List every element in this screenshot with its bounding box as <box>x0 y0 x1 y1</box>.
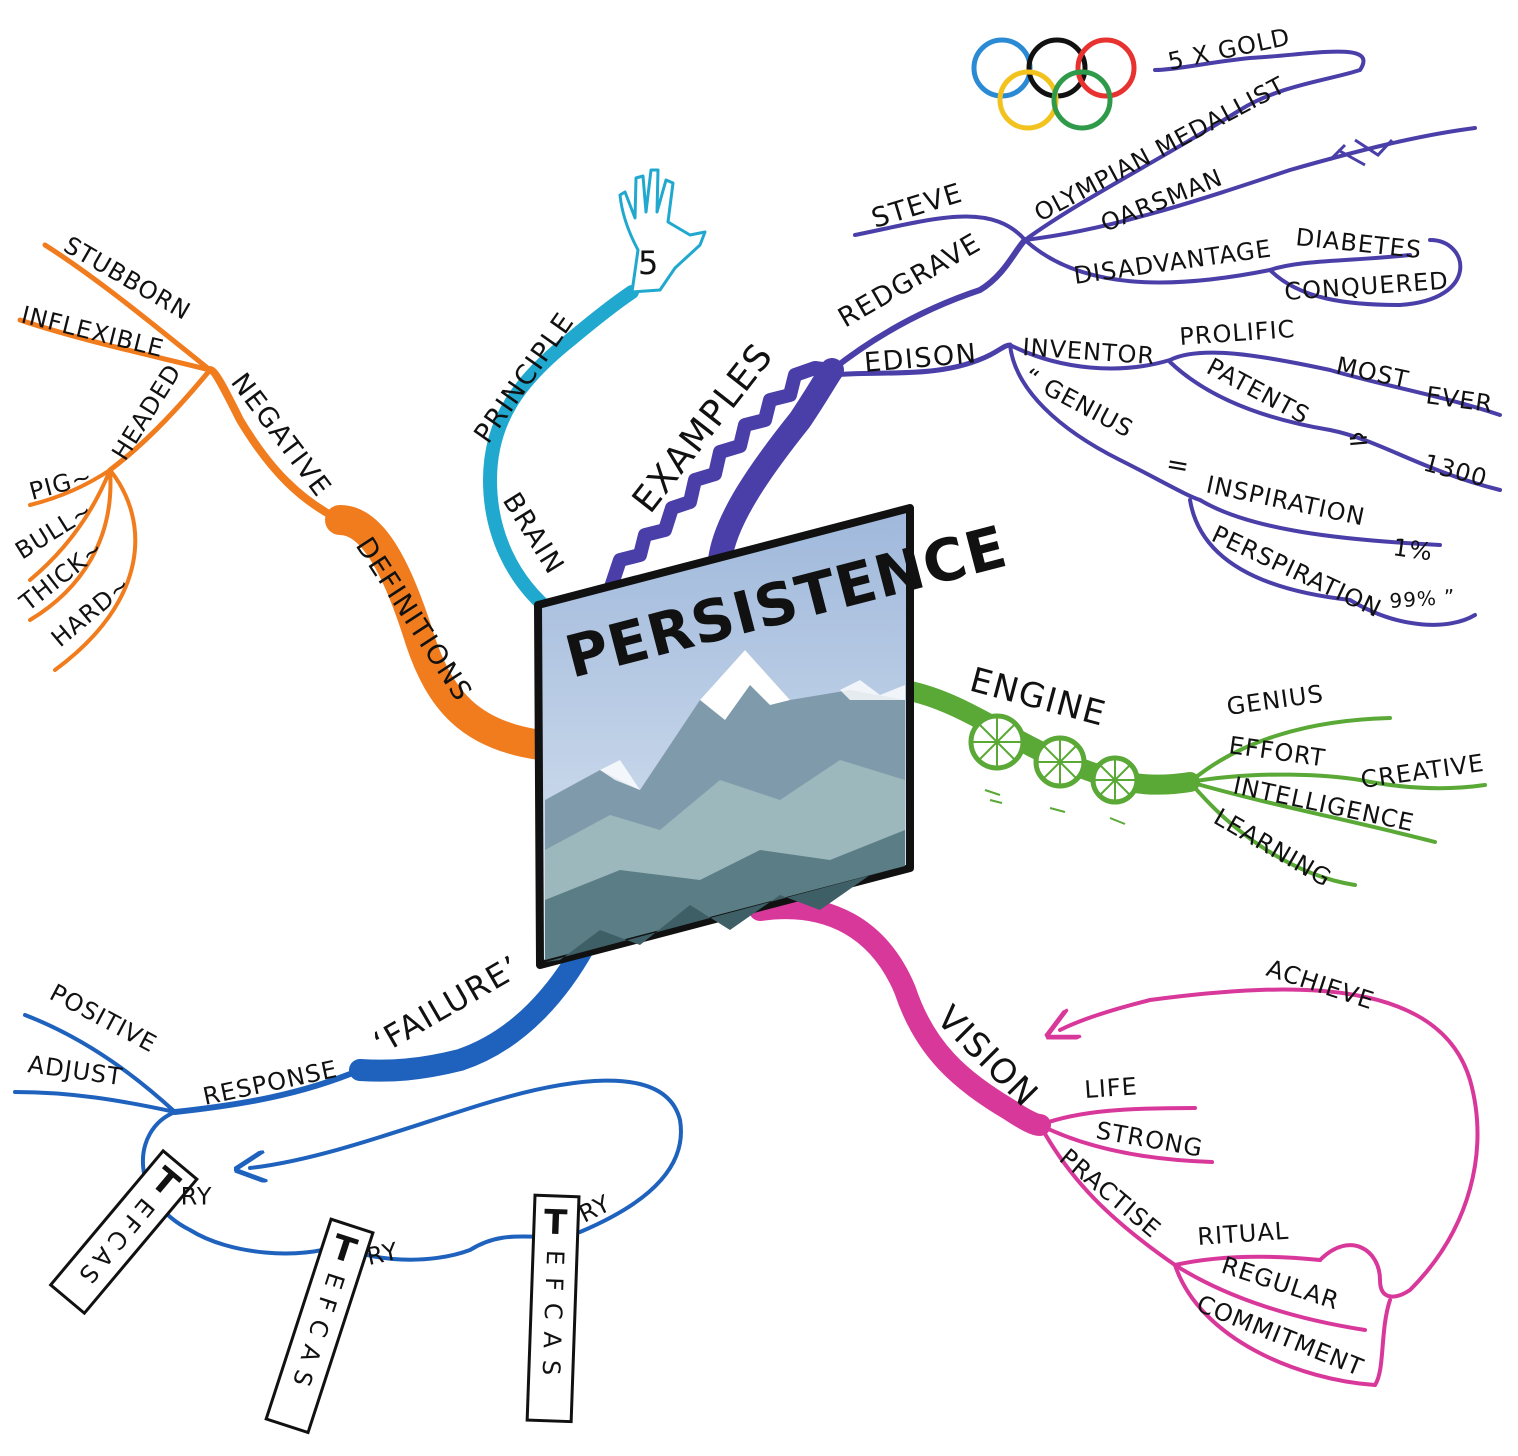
principle-label: PRINCIPLE <box>468 307 581 449</box>
inflexible-label: INFLEXIBLE <box>19 301 167 363</box>
olympic-rings-icon <box>971 37 1137 131</box>
definitions-label: DEFINITIONS <box>349 532 478 707</box>
try-box-1: T EFCAS RY <box>48 1148 213 1316</box>
try-t-3: T <box>543 1203 568 1244</box>
pct-1-label: 1% <box>1391 533 1435 566</box>
pct-99-label: 99% ” <box>1389 584 1457 613</box>
most-label: MOST <box>1334 351 1412 394</box>
response-label: RESPONSE <box>200 1055 340 1111</box>
hand-icon <box>618 168 707 294</box>
hand-number-label: 5 <box>638 244 660 282</box>
approx-label: ≏ <box>1346 424 1373 457</box>
perspiration-label: PERSPIRATION <box>1207 520 1386 623</box>
brain-branch <box>482 285 639 622</box>
negative-label: NEGATIVE <box>224 368 337 504</box>
inventor-label: INVENTOR <box>1022 333 1156 370</box>
ever-label: EVER <box>1424 381 1495 418</box>
five-gold-label: 5 X GOLD <box>1165 23 1292 76</box>
genius-label: GENIUS <box>1225 680 1326 721</box>
try-ry-1: RY <box>181 1183 213 1211</box>
effort-label: EFFORT <box>1227 731 1327 772</box>
try-ry-2: RY <box>364 1237 401 1271</box>
count-1300-label: 1300 <box>1420 449 1490 493</box>
positive-label: POSITIVE <box>45 979 161 1059</box>
achieve-label: ACHIEVE <box>1263 954 1378 1015</box>
engine-wheels-icon <box>968 713 1140 825</box>
try-box-2: T EFCAS RY <box>264 1217 401 1435</box>
vision-branch <box>749 897 1480 1387</box>
inspiration-label: INSPIRATION <box>1204 470 1368 531</box>
try-letters-3: EFCAS <box>536 1249 569 1387</box>
rowing-boat-icon <box>1328 138 1394 167</box>
equals-label: = <box>1164 448 1193 483</box>
prolific-label: PROLIFIC <box>1178 315 1296 351</box>
adjust-label: ADJUST <box>26 1050 124 1091</box>
steve-label: STEVE <box>868 178 967 235</box>
ritual-label: RITUAL <box>1196 1217 1290 1251</box>
edison-label: EDISON <box>863 338 979 379</box>
try-ry-3: RY <box>574 1189 615 1228</box>
stubborn-label: STUBBORN <box>59 231 196 326</box>
examples-branch <box>603 49 1502 627</box>
definitions-branch <box>17 242 555 760</box>
mountain-illustration <box>545 650 905 962</box>
commitment-label: COMMITMENT <box>1193 1290 1368 1382</box>
life-label: LIFE <box>1083 1072 1138 1104</box>
